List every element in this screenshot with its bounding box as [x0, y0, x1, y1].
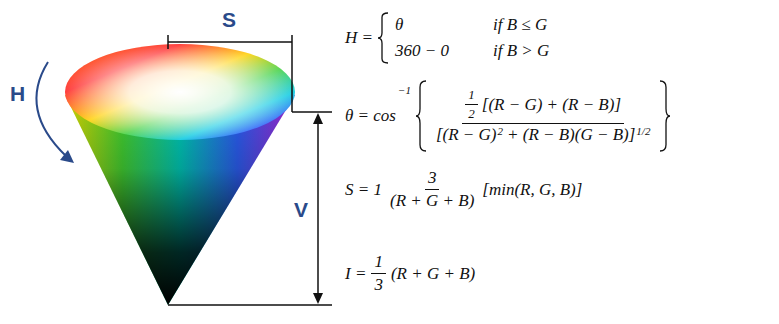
formula-row: I =13(R + G + B) [345, 252, 475, 295]
right-brace [658, 80, 670, 152]
formula-text: (R + G + B) [391, 264, 475, 284]
case-cell: if B > G [493, 41, 549, 61]
formula-text: + (R − B)(G − B)] [507, 125, 635, 145]
superscript: −1 [398, 84, 411, 96]
formula-text: θ = cos [345, 106, 396, 126]
value-label: V [294, 198, 308, 222]
fraction: 3 (R + G + B) [387, 168, 477, 211]
denominator: [(R − G)2+ (R − B)(G − B)]1/2 [433, 124, 654, 145]
hue-label: H [10, 82, 25, 106]
numerator: 12[(R − G) + (R − B)] [462, 87, 624, 124]
brace-path [660, 81, 670, 151]
formula-text: [min(R, G, B)] [482, 180, 582, 200]
formula-text: (R + G + B) [390, 191, 474, 211]
case-cell: θ [395, 15, 449, 35]
formula-text: H = [345, 28, 373, 48]
formula-row: θ = cos−112[(R − G) + (R − B)][(R − G)2+… [345, 80, 670, 152]
numerator: 1 [371, 252, 386, 274]
formula-text: 1 [374, 252, 383, 272]
cases: θ if B ≤ G 360 − 0 if B > G [395, 15, 549, 61]
formula-text: θ [395, 15, 403, 35]
formula-text: [(R − G) [436, 125, 497, 145]
formula-text: 2 [468, 106, 475, 122]
formula-text: 360 − 0 [395, 41, 449, 61]
numerator: 3 [425, 168, 440, 190]
formula-text: if B ≤ G [493, 15, 547, 35]
formula-text: S = 1 [345, 180, 382, 200]
formula-text: 3 [428, 168, 437, 188]
brace-path [416, 81, 426, 151]
superscript: 1/2 [636, 125, 650, 137]
formula-row: H = θ if B ≤ G 360 − 0 if B > G [345, 12, 549, 64]
formula-text: if B > G [493, 41, 549, 61]
formula-row: S = 1 3 (R + G + B) [min(R, G, B)] [345, 168, 582, 211]
formula-text: [(R − G) + (R − B)] [482, 95, 621, 115]
fraction: 12 [465, 87, 478, 122]
fraction: 13 [371, 252, 386, 295]
left-brace [416, 80, 428, 152]
superscript: 2 [498, 125, 504, 137]
numerator: 1 [465, 87, 478, 105]
case-cell: if B ≤ G [493, 15, 549, 35]
formula-text: 3 [374, 275, 383, 295]
formula-text: I = [345, 264, 366, 284]
fraction: 12[(R − G) + (R − B)][(R − G)2+ (R − B)(… [433, 87, 654, 145]
saturation-label: S [222, 8, 236, 32]
left-brace [378, 12, 390, 64]
formula-text: 1 [468, 87, 475, 103]
case-cell: 360 − 0 [395, 41, 449, 61]
denominator: 2 [465, 105, 478, 122]
denominator: (R + G + B) [387, 190, 477, 211]
brace-path [378, 13, 388, 63]
denominator: 3 [371, 274, 386, 295]
